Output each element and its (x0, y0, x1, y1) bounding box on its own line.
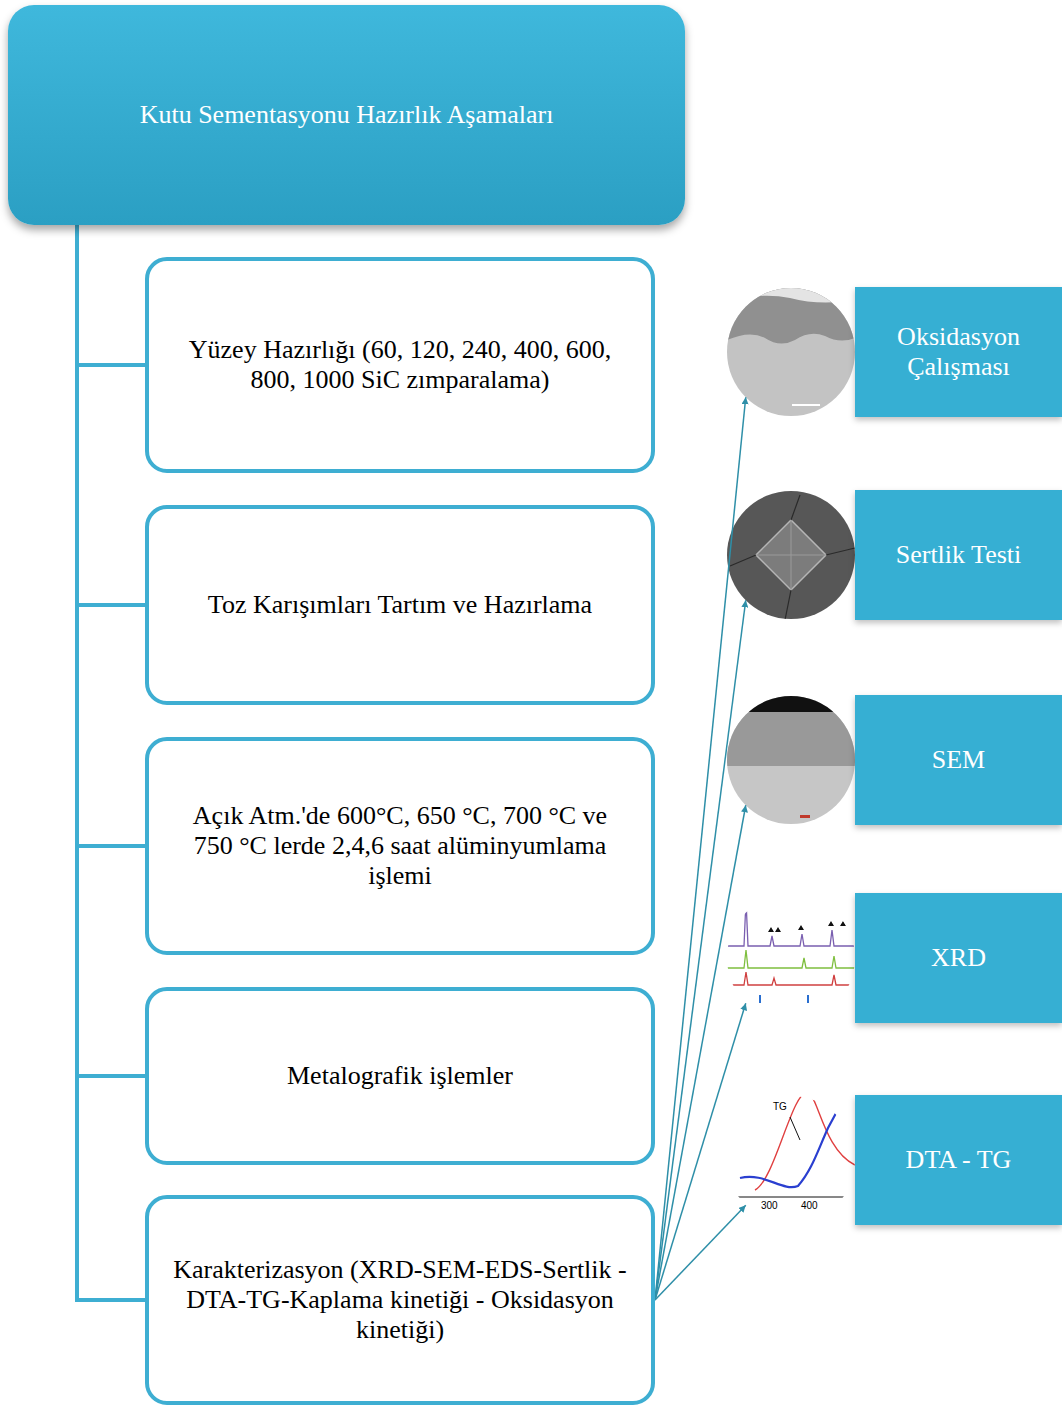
tg-pointer (790, 1117, 800, 1140)
hardness-indent-image (727, 491, 855, 625)
pattern-line (727, 900, 855, 946)
process-box: Yüzey Hazırlığı (60, 120, 240, 400, 600,… (145, 257, 655, 473)
node-text: Karakterizasyon (XRD-SEM-EDS-Sertlik - D… (171, 1255, 629, 1345)
node-text: Kutu Sementasyonu Hazırlık Aşamaları (140, 100, 554, 130)
node-text: XRD (931, 943, 986, 973)
tree-connector (77, 225, 145, 365)
arrow-connector (655, 1003, 746, 1300)
process-box: Açık Atm.'de 600°C, 650 °C, 700 °C ve 75… (145, 737, 655, 955)
result-tab: Sertlik Testi (727, 485, 1062, 625)
arrow-connector (655, 397, 746, 1300)
oxidation-micrograph (727, 288, 855, 416)
result-tab: Oksidasyon Çalışması (727, 282, 1062, 422)
node-text: Toz Karışımları Tartım ve Hazırlama (208, 590, 592, 620)
scale-bar (792, 404, 820, 406)
pattern-line (727, 972, 855, 985)
oxide-layer (727, 288, 855, 344)
tab-panel: SEM (855, 695, 1062, 825)
indent-diamond (756, 520, 826, 590)
arrow-connector (655, 1205, 746, 1300)
dta-tg-plot-image (727, 1092, 855, 1224)
node-text: SEM (932, 745, 985, 775)
result-tab: XRD (727, 888, 1062, 1028)
plot-label: 300 (760, 1201, 779, 1211)
plot-ground (727, 894, 855, 1022)
plot-axis (738, 1197, 855, 1198)
tree-connector (77, 225, 145, 846)
sem-image (727, 696, 855, 824)
peak-markers (742, 893, 846, 932)
node-text: Sertlik Testi (896, 540, 1022, 570)
arrow-connector (655, 805, 746, 1300)
xrd-pattern-image (727, 893, 855, 1022)
arrow-connector (655, 600, 746, 1300)
node-text: DTA - TG (906, 1145, 1012, 1175)
tree-connector (77, 225, 145, 605)
plot-label: 400 (800, 1201, 819, 1211)
tree-connector (77, 225, 145, 1300)
tg-curve (740, 1102, 842, 1187)
node-text: Metalografik işlemler (287, 1061, 513, 1091)
plot-label: TG (772, 1102, 788, 1112)
node-text: Açık Atm.'de 600°C, 650 °C, 700 °C ve 75… (171, 801, 629, 891)
tab-panel: Sertlik Testi (855, 490, 1062, 620)
process-box: Toz Karışımları Tartım ve Hazırlama (145, 505, 655, 705)
micrograph-ground (727, 288, 855, 416)
tree-connector (77, 225, 145, 1076)
tab-panel: XRD (855, 893, 1062, 1023)
surface-strip (727, 288, 855, 303)
micrograph-ground (727, 491, 855, 619)
tab-panel: DTA - TG (855, 1095, 1062, 1225)
process-box: Metalografik işlemler (145, 987, 655, 1165)
indent-diagonals (756, 520, 826, 590)
node-text: Yüzey Hazırlığı (60, 120, 240, 400, 600,… (171, 335, 629, 395)
heading-box: Kutu Sementasyonu Hazırlık Aşamaları (8, 5, 685, 225)
top-band (727, 696, 855, 712)
reference-ticks (760, 995, 808, 1003)
image-mark (800, 815, 810, 818)
coating-layer (727, 712, 855, 766)
tab-panel: Oksidasyon Çalışması (855, 287, 1062, 417)
crack-lines (730, 495, 855, 625)
process-box: Karakterizasyon (XRD-SEM-EDS-Sertlik - D… (145, 1195, 655, 1405)
micrograph-ground (727, 696, 855, 824)
result-tab: SEM (727, 690, 1062, 830)
node-text: Oksidasyon Çalışması (863, 322, 1054, 382)
pattern-line (727, 950, 855, 968)
